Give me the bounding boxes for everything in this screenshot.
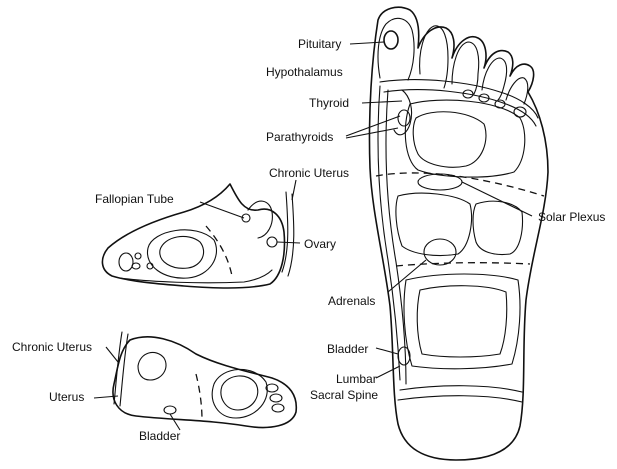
chest-area bbox=[405, 100, 524, 177]
waistline bbox=[396, 263, 530, 266]
adrenal-point bbox=[424, 239, 456, 265]
side-foot-outline bbox=[113, 337, 296, 428]
lead-fallopian bbox=[200, 202, 244, 218]
lead-chronic-uterus-top bbox=[292, 180, 296, 200]
fifth-toe bbox=[506, 78, 528, 104]
lead-bladder-side bbox=[170, 414, 180, 430]
diaphragm-line bbox=[376, 173, 544, 196]
top-foot-dashed bbox=[206, 226, 232, 276]
lead-lumbar bbox=[376, 366, 400, 378]
bladder-sole-point bbox=[398, 347, 410, 365]
heel-line-2 bbox=[398, 396, 522, 402]
ovary-point bbox=[267, 237, 277, 247]
ankle-bone bbox=[248, 201, 272, 238]
label-fallopian-tube: Fallopian Tube bbox=[95, 192, 174, 206]
pituitary-point bbox=[384, 31, 398, 49]
toe-base-spot-4 bbox=[514, 107, 526, 117]
parathyroid-point bbox=[398, 110, 410, 126]
label-bladder-sole: Bladder bbox=[327, 342, 368, 356]
lead-bladder-sole bbox=[376, 348, 398, 354]
label-ovary: Ovary bbox=[304, 237, 336, 251]
side-foot-organ bbox=[221, 376, 258, 410]
toe-1 bbox=[119, 253, 133, 271]
lead-chronic-uterus-side bbox=[106, 347, 118, 362]
toe-2 bbox=[132, 263, 140, 269]
label-chronic-uterus-top: Chronic Uterus bbox=[269, 166, 349, 180]
colon-outer bbox=[404, 274, 520, 369]
lead-solar-plexus bbox=[462, 182, 532, 216]
label-solar-plexus: Solar Plexus bbox=[538, 210, 605, 224]
sole-foot-illustration bbox=[369, 7, 548, 460]
lead-adrenals bbox=[388, 260, 426, 292]
side-ankle bbox=[138, 352, 166, 380]
heel-line-1 bbox=[400, 386, 522, 392]
top-foot-organ-outer bbox=[147, 230, 216, 278]
heart-area bbox=[413, 112, 486, 168]
label-parathyroids: Parathyroids bbox=[266, 130, 333, 144]
label-lumbar: Lumbar bbox=[336, 372, 377, 386]
label-hypothalamus: Hypothalamus bbox=[266, 65, 343, 79]
label-uterus: Uterus bbox=[49, 390, 84, 404]
label-sacral-spine: Sacral Spine bbox=[310, 388, 378, 402]
solar-plexus-point bbox=[418, 174, 462, 190]
side-leg-2 bbox=[120, 334, 128, 406]
leg-line-2 bbox=[288, 194, 294, 276]
label-pituitary: Pituitary bbox=[298, 37, 341, 51]
side-toe-2 bbox=[270, 394, 282, 402]
stomach-area bbox=[396, 193, 472, 255]
side-foot-illustration bbox=[113, 332, 296, 427]
second-toe bbox=[420, 26, 448, 88]
label-adrenals: Adrenals bbox=[328, 294, 375, 308]
kidney-area bbox=[473, 201, 523, 254]
side-foot-dashed bbox=[196, 374, 202, 420]
bladder-side-point bbox=[164, 406, 176, 414]
label-thyroid: Thyroid bbox=[309, 96, 349, 110]
label-bladder-side: Bladder bbox=[139, 429, 180, 443]
side-toe-3 bbox=[272, 404, 284, 412]
label-chronic-uterus-side: Chronic Uterus bbox=[12, 340, 92, 354]
lead-thyroid bbox=[362, 101, 402, 103]
big-toe-inner bbox=[378, 18, 414, 80]
colon-inner bbox=[417, 286, 507, 357]
lead-ovary bbox=[277, 242, 300, 243]
toe-3 bbox=[135, 253, 141, 259]
top-foot-organ bbox=[160, 236, 204, 268]
